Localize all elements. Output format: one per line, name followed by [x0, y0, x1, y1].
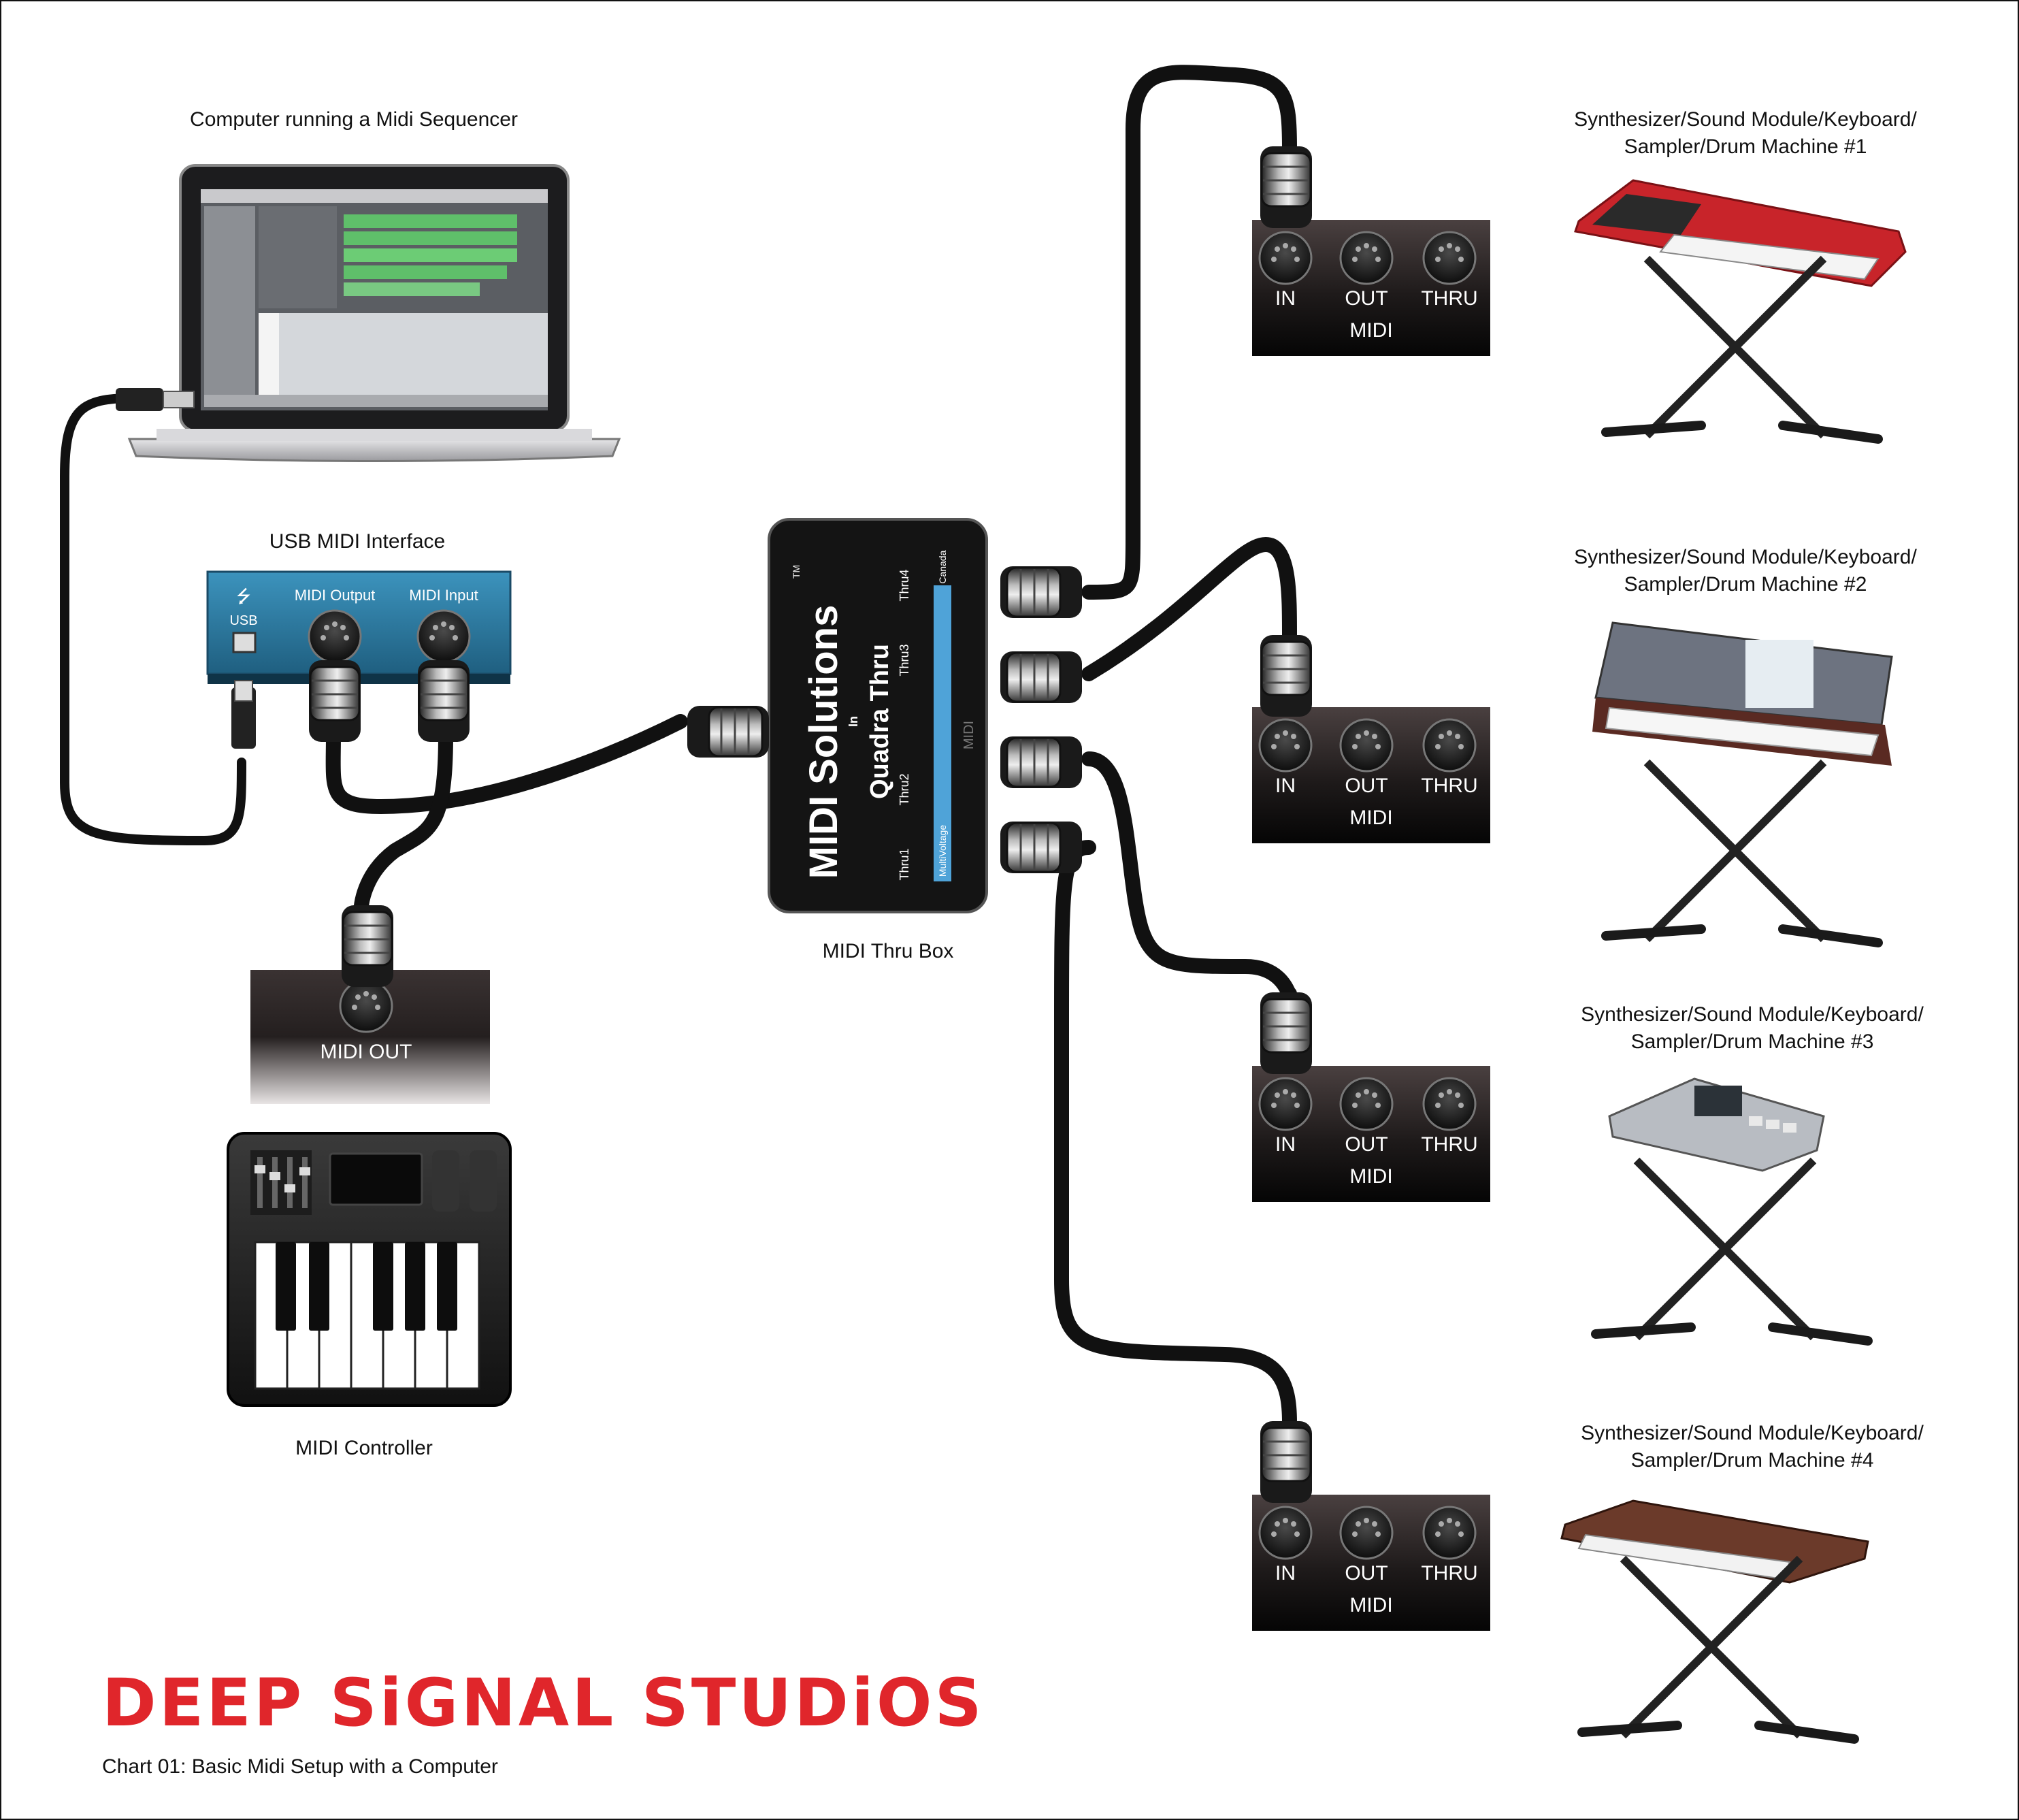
studio-logo: DEEP SiGNAL STUDiOS — [102, 1665, 985, 1741]
instrument-4-label-line2: Sampler/Drum Machine #4 — [1631, 1449, 1874, 1472]
midi-out-box: MIDI OUT — [250, 970, 490, 1104]
chart-caption: Chart 01: Basic Midi Setup with a Comput… — [102, 1755, 498, 1778]
plug-port-box-3 — [1259, 991, 1313, 1075]
plug-port-box-2 — [1259, 634, 1313, 718]
plug-port-box-4 — [1259, 1420, 1313, 1504]
thru-box-thru4: Thru4 — [898, 569, 911, 601]
midi-controller-icon: MIDI Controller — [227, 1132, 512, 1459]
instrument-1-label-line1: Synthesizer/Sound Module/Keyboard/ — [1574, 108, 1917, 131]
thru-box-thru3: Thru3 — [898, 644, 911, 676]
cable-thru-to-synth1 — [1081, 65, 1297, 600]
midi-thru-box: MIDI Solutions Quadra Thru In Thru1 Thru… — [768, 518, 988, 962]
midi-input-jack — [416, 609, 471, 664]
usb-plug-laptop — [116, 388, 195, 411]
port-midi-label: MIDI — [1349, 807, 1392, 829]
port-in-label: IN — [1275, 1562, 1296, 1585]
thru-box-thru2: Thru2 — [898, 773, 911, 805]
instrument-4-label-line1: Synthesizer/Sound Module/Keyboard/ — [1581, 1422, 1924, 1444]
midi-input-label: MIDI Input — [409, 587, 478, 604]
instrument-1: Synthesizer/Sound Module/Keyboard/ Sampl… — [1574, 108, 1917, 439]
instrument-3-label-line1: Synthesizer/Sound Module/Keyboard/ — [1581, 1003, 1924, 1026]
plug-midi-output — [308, 659, 362, 743]
cable-thru-to-synth4 — [1054, 840, 1297, 1430]
cable-thru-to-synth3 — [1081, 751, 1297, 1003]
thru-box-thru1: Thru1 — [898, 848, 911, 880]
instrument-3: Synthesizer/Sound Module/Keyboard/ Sampl… — [1581, 1003, 1924, 1341]
midi-output-jack — [308, 609, 362, 664]
instrument-1-label-line2: Sampler/Drum Machine #1 — [1624, 135, 1867, 158]
port-box-3: IN OUT THRU MIDI — [1252, 1066, 1490, 1202]
thru-box-brand: MIDI Solutions — [802, 605, 846, 879]
controller-label: MIDI Controller — [295, 1437, 433, 1459]
usb-port-label: USB — [229, 613, 257, 628]
instrument-3-label-line2: Sampler/Drum Machine #3 — [1631, 1030, 1874, 1053]
cables — [60, 65, 1297, 1430]
plug-midi-out-box — [340, 904, 395, 988]
midi-output-label: MIDI Output — [295, 587, 376, 604]
cable-controller-to-interface — [353, 728, 453, 923]
usb-symbol-icon: ⭍ — [236, 586, 251, 606]
thru-box-strip: MultiVoltage — [937, 825, 948, 877]
port-out-label: OUT — [1345, 775, 1388, 797]
thru-box-badge: MIDI — [962, 721, 976, 749]
port-midi-label: MIDI — [1349, 1594, 1392, 1616]
usb-interface-label: USB MIDI Interface — [269, 530, 445, 553]
thru-box-model: Quadra Thru — [866, 644, 894, 799]
midi-out-jack — [339, 979, 393, 1033]
port-midi-label: MIDI — [1349, 1165, 1392, 1188]
instrument-2-label-line1: Synthesizer/Sound Module/Keyboard/ — [1574, 546, 1917, 568]
port-box-2: IN OUT THRU MIDI — [1252, 707, 1490, 843]
instrument-4: Synthesizer/Sound Module/Keyboard/ Sampl… — [1560, 1422, 1924, 1739]
port-box-4: IN OUT THRU MIDI — [1252, 1495, 1490, 1631]
port-in-label: IN — [1275, 1133, 1296, 1156]
plug-port-box-1 — [1259, 145, 1313, 229]
port-thru-label: THRU — [1421, 287, 1477, 310]
thru-box-tm: TM — [791, 565, 802, 579]
computer-label: Computer running a Midi Sequencer — [190, 108, 518, 131]
instrument-2: Synthesizer/Sound Module/Keyboard/ Sampl… — [1574, 546, 1917, 943]
usb-cable — [60, 393, 246, 846]
laptop-computer: Computer running a Midi Sequencer — [127, 108, 621, 462]
thru-box-port-in: In — [847, 716, 860, 727]
port-thru-label: THRU — [1421, 775, 1477, 797]
cable-interface-to-thrubox — [325, 714, 688, 815]
port-out-label: OUT — [1345, 1562, 1388, 1585]
port-in-label: IN — [1275, 775, 1296, 797]
port-box-1: IN OUT THRU MIDI — [1252, 220, 1490, 356]
port-out-label: OUT — [1345, 287, 1388, 310]
port-thru-label: THRU — [1421, 1133, 1477, 1156]
port-in-label: IN — [1275, 287, 1296, 310]
port-out-label: OUT — [1345, 1133, 1388, 1156]
thru-box-label: MIDI Thru Box — [823, 940, 954, 962]
plug-midi-input — [416, 659, 471, 743]
port-midi-label: MIDI — [1349, 319, 1392, 342]
port-thru-label: THRU — [1421, 1562, 1477, 1585]
instrument-2-label-line2: Sampler/Drum Machine #2 — [1624, 573, 1867, 596]
cable-thru-to-synth2 — [1081, 536, 1297, 681]
midi-out-label: MIDI OUT — [321, 1041, 412, 1063]
